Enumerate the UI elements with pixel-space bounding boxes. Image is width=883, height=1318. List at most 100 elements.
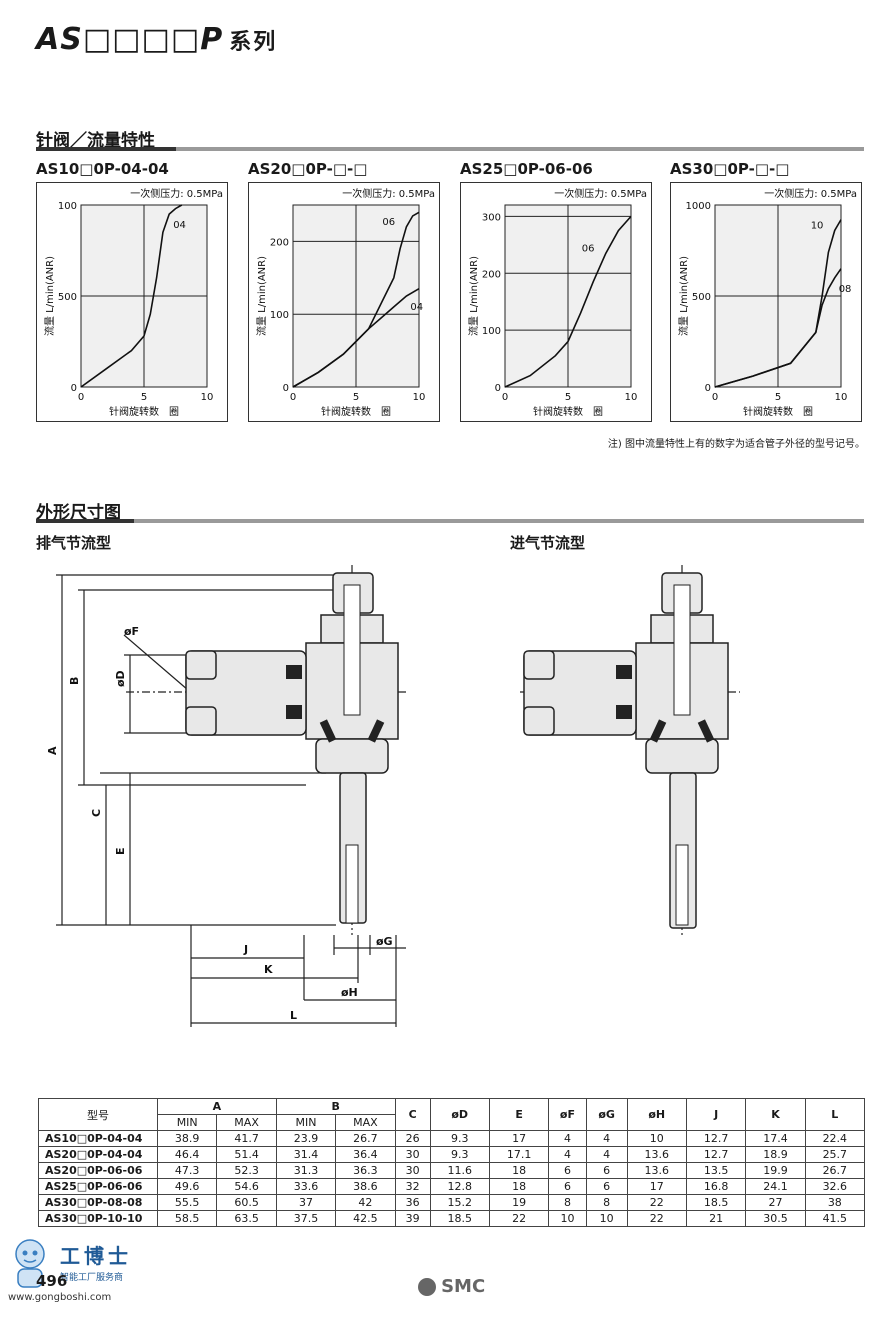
col-a-min: MIN xyxy=(156,1114,218,1131)
value-cell: 6 xyxy=(585,1162,628,1179)
value-cell: 6 xyxy=(548,1178,587,1195)
value-cell: 13.5 xyxy=(685,1162,747,1179)
value-cell: 18 xyxy=(488,1162,550,1179)
x-tick-label: 0 xyxy=(290,392,296,403)
value-cell: 18 xyxy=(488,1178,550,1195)
x-axis-label: 针阀旋转数 圈 xyxy=(109,405,179,418)
model-cell: AS30□0P-08-08 xyxy=(38,1194,158,1211)
section-rule-accent xyxy=(36,147,176,151)
dims-section-title: 外形尺寸图 xyxy=(36,503,121,523)
value-cell: 17.4 xyxy=(745,1130,806,1147)
col-header: øH xyxy=(626,1098,687,1131)
y-tick-label: 0 xyxy=(495,383,501,394)
y-tick-label: 200 xyxy=(270,237,289,248)
value-cell: 41.5 xyxy=(804,1210,866,1227)
flow-note: 注) 图中流量特性上有的数字为适合管子外径的型号记号。 xyxy=(607,439,865,450)
value-cell: 16.8 xyxy=(685,1178,747,1195)
value-cell: 4 xyxy=(585,1130,628,1147)
x-axis-label: 针阀旋转数 圈 xyxy=(743,405,813,418)
value-cell: 32.6 xyxy=(804,1178,866,1195)
watermark: 工博士 智能工厂服务商 www.gongboshi.com xyxy=(8,1236,148,1308)
series-line xyxy=(80,204,183,388)
y-tick-label: 500 xyxy=(58,292,77,303)
value-cell: 6 xyxy=(548,1162,587,1179)
col-header: J xyxy=(685,1098,747,1131)
series-line xyxy=(292,288,420,388)
value-cell: 38 xyxy=(804,1194,866,1211)
dim-e-label: E xyxy=(114,847,127,855)
value-cell: 42.5 xyxy=(335,1210,396,1227)
value-cell: 55.5 xyxy=(156,1194,218,1211)
value-cell: 58.5 xyxy=(156,1210,218,1227)
x-tick-label: 10 xyxy=(835,392,848,403)
x-tick-label: 10 xyxy=(413,392,426,403)
x-tick-label: 0 xyxy=(712,392,718,403)
value-cell: 36.3 xyxy=(335,1162,396,1179)
dim-c-label: C xyxy=(90,809,103,817)
value-cell: 46.4 xyxy=(156,1146,218,1163)
value-cell: 12.7 xyxy=(685,1130,747,1147)
value-cell: 42 xyxy=(335,1194,396,1211)
value-cell: 12.7 xyxy=(685,1146,747,1163)
dim-k-label: K xyxy=(264,963,273,976)
pressure-label: 一次侧压力: 0.5MPa xyxy=(130,187,223,200)
flow-section-title: 针阀／流量特性 xyxy=(36,131,155,151)
value-cell: 51.4 xyxy=(216,1146,277,1163)
series-label: 06 xyxy=(382,217,395,228)
x-tick-label: 5 xyxy=(775,392,781,403)
value-cell: 13.6 xyxy=(626,1162,687,1179)
x-tick-label: 5 xyxy=(141,392,147,403)
value-cell: 22 xyxy=(488,1210,550,1227)
value-cell: 9.3 xyxy=(429,1146,490,1163)
pressure-label: 一次侧压力: 0.5MPa xyxy=(342,187,435,200)
value-cell: 41.7 xyxy=(216,1130,277,1147)
value-cell: 10 xyxy=(626,1130,687,1147)
y-axis-label: 流量 L/min(ANR) xyxy=(467,256,480,336)
smc-logo-mark-icon xyxy=(418,1277,436,1296)
series-line xyxy=(714,268,842,388)
value-cell: 49.6 xyxy=(156,1178,218,1195)
series-label: 04 xyxy=(410,302,423,313)
robot-mascot-icon xyxy=(15,1239,45,1288)
series-label: 06 xyxy=(582,243,595,254)
x-tick-label: 10 xyxy=(201,392,214,403)
smc-logo: SMC xyxy=(418,1276,485,1297)
value-cell: 9.3 xyxy=(429,1130,490,1147)
value-cell: 24.1 xyxy=(745,1178,806,1195)
value-cell: 26 xyxy=(394,1130,431,1147)
col-a: A xyxy=(157,1098,277,1115)
y-tick-label: 100 xyxy=(58,201,77,212)
value-cell: 18.9 xyxy=(745,1146,806,1163)
page-number: 496 xyxy=(36,1272,68,1290)
intake-type-drawing xyxy=(520,565,740,935)
exhaust-type-drawing: A B C E øD øF J K øH L øG xyxy=(46,565,406,1027)
series-line xyxy=(504,215,632,388)
value-cell: 30 xyxy=(394,1146,431,1163)
value-cell: 38.9 xyxy=(156,1130,218,1147)
value-cell: 22 xyxy=(626,1194,687,1211)
col-header: L xyxy=(804,1098,866,1131)
x-axis-label: 针阀旋转数 圈 xyxy=(321,405,391,418)
col-b-min: MIN xyxy=(275,1114,337,1131)
dim-a-label: A xyxy=(46,746,59,755)
dim-h-label: øH xyxy=(341,986,358,999)
dim-l-label: L xyxy=(290,1009,297,1022)
value-cell: 36.4 xyxy=(335,1146,396,1163)
value-cell: 19.9 xyxy=(745,1162,806,1179)
y-tick-label: 0 xyxy=(705,383,711,394)
series-label: 10 xyxy=(811,220,824,231)
value-cell: 32 xyxy=(394,1178,431,1195)
y-tick-label: 200 xyxy=(482,269,501,280)
col-header: K xyxy=(745,1098,806,1131)
value-cell: 18.5 xyxy=(685,1194,747,1211)
value-cell: 21 xyxy=(685,1210,747,1227)
value-cell: 31.4 xyxy=(275,1146,337,1163)
value-cell: 25.7 xyxy=(804,1146,866,1163)
y-tick-label: 100 xyxy=(270,310,289,321)
value-cell: 8 xyxy=(548,1194,587,1211)
